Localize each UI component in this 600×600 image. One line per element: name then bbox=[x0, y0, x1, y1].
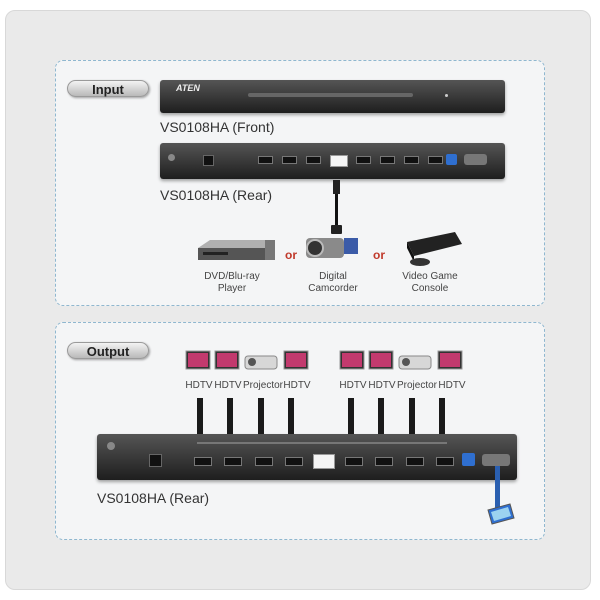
display-label: HDTV bbox=[283, 380, 311, 391]
brand-logo: ATEN bbox=[176, 83, 200, 93]
or-separator-2: or bbox=[373, 248, 385, 262]
firmware-upgrade-port bbox=[446, 154, 457, 165]
front-caption: VS0108HA (Front) bbox=[160, 119, 275, 135]
rs232-port bbox=[482, 454, 510, 466]
hdmi-output-port bbox=[258, 156, 273, 164]
hdmi-output-port bbox=[255, 457, 273, 466]
switch-rear-panel-input bbox=[160, 143, 505, 179]
dvd-player-icon bbox=[198, 240, 275, 260]
camcorder-icon bbox=[306, 238, 358, 258]
source-label-camcorder: Digital Camcorder bbox=[308, 271, 358, 294]
hdmi-output-port bbox=[224, 457, 242, 466]
switch-front-panel: ATEN bbox=[160, 80, 505, 113]
display-label: HDTV bbox=[368, 380, 396, 391]
hdmi-input-port bbox=[313, 454, 335, 469]
front-power-led bbox=[445, 94, 448, 97]
front-port-indicator-strip bbox=[248, 93, 413, 97]
firmware-upgrade-port bbox=[462, 453, 475, 466]
hdmi-input-port bbox=[330, 155, 348, 167]
rs232-port bbox=[464, 154, 487, 165]
hdtv-icon bbox=[214, 350, 240, 370]
hdmi-output-port bbox=[356, 156, 371, 164]
hdmi-output-port bbox=[404, 156, 419, 164]
ground-screw bbox=[168, 154, 175, 161]
game-console-icon bbox=[407, 232, 462, 266]
hdmi-output-port bbox=[285, 457, 303, 466]
hdmi-output-port bbox=[428, 156, 443, 164]
hdmi-output-port bbox=[380, 156, 395, 164]
source-label-dvd: DVD/Blu-ray Player bbox=[204, 271, 260, 294]
hdmi-output-port bbox=[375, 457, 393, 466]
or-separator-1: or bbox=[285, 248, 297, 262]
hdmi-output-port bbox=[282, 156, 297, 164]
display-label: HDTV bbox=[438, 380, 466, 391]
hdtv-icon bbox=[368, 350, 394, 370]
serial-cable bbox=[495, 466, 500, 508]
hdtv-icon bbox=[339, 350, 365, 370]
rear-caption-input: VS0108HA (Rear) bbox=[160, 187, 273, 203]
input-badge: Input bbox=[67, 80, 149, 97]
output-port-indicator-strip bbox=[197, 442, 447, 444]
hdmi-cables-output bbox=[197, 398, 445, 434]
power-jack bbox=[149, 454, 162, 467]
projector-icon bbox=[398, 355, 432, 370]
display-label: HDTV bbox=[339, 380, 367, 391]
display-label: Projector bbox=[396, 380, 437, 391]
hdtv-icon bbox=[283, 350, 309, 370]
output-badge: Output bbox=[67, 342, 149, 359]
hdmi-output-port bbox=[436, 457, 454, 466]
switch-rear-panel-output bbox=[97, 434, 517, 480]
hdmi-output-port bbox=[345, 457, 363, 466]
hdmi-output-port bbox=[194, 457, 212, 466]
ground-screw bbox=[107, 442, 115, 450]
display-label: Projector bbox=[242, 380, 283, 391]
projector-icon bbox=[244, 355, 278, 370]
computer-icon bbox=[487, 503, 515, 525]
display-label: HDTV bbox=[214, 380, 242, 391]
display-label: HDTV bbox=[185, 380, 213, 391]
hdmi-output-port bbox=[406, 457, 424, 466]
source-label-console: Video Game Console bbox=[402, 271, 458, 294]
hdmi-cable-input bbox=[331, 180, 342, 234]
rear-caption-output: VS0108HA (Rear) bbox=[97, 490, 210, 506]
power-jack bbox=[203, 155, 214, 166]
hdtv-icon bbox=[437, 350, 463, 370]
hdtv-icon bbox=[185, 350, 211, 370]
hdmi-output-port bbox=[306, 156, 321, 164]
